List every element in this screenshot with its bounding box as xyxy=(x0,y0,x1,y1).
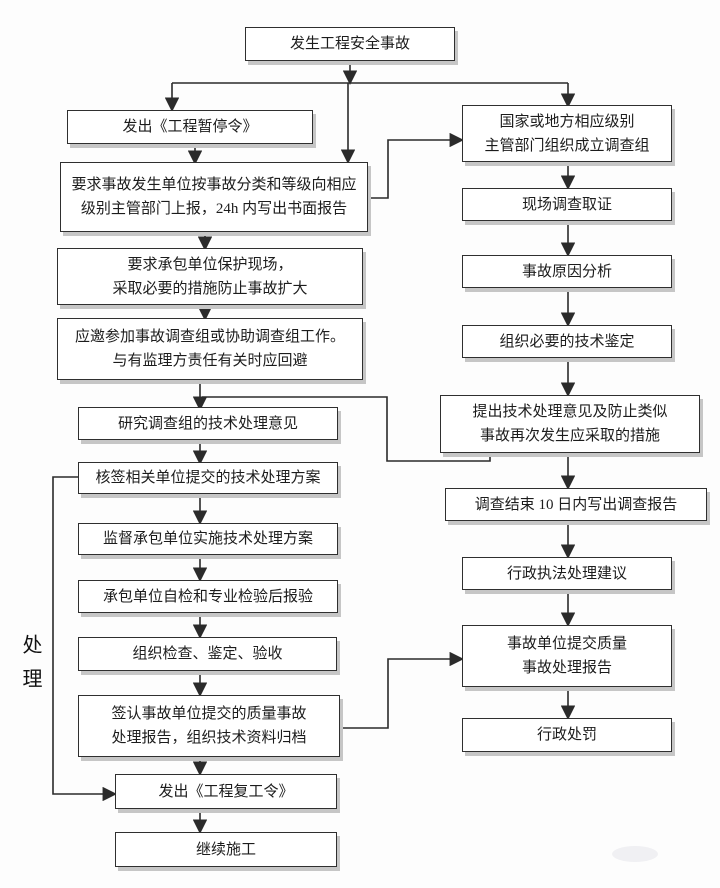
node-issue-suspension-order: 发出《工程暂停令》 xyxy=(67,110,313,144)
node-supervise-implementation: 监督承包单位实施技术处理方案 xyxy=(78,523,338,555)
node-accident-occurs: 发生工程安全事故 xyxy=(245,27,455,61)
node-protect-site: 要求承包单位保护现场， 采取必要的措施防止事故扩大 xyxy=(57,248,363,305)
node-investigation-report: 调查结束 10 日内写出调查报告 xyxy=(445,488,707,521)
node-submit-quality-report: 事故单位提交质量 事故处理报告 xyxy=(462,625,672,687)
node-report-to-authority: 要求事故发生单位按事故分类和等级向相应 级别主管部门上报，24h 内写出书面报告 xyxy=(60,162,368,232)
node-propose-treatment-measures: 提出技术处理意见及防止类似 事故再次发生应采取的措施 xyxy=(440,395,700,453)
watermark xyxy=(612,846,658,862)
node-authority-investigation-team: 国家或地方相应级别 主管部门组织成立调查组 xyxy=(462,105,672,162)
node-issue-resume-order: 发出《工程复工令》 xyxy=(115,774,337,809)
node-study-technical-opinions: 研究调查组的技术处理意见 xyxy=(78,407,338,440)
node-site-investigation: 现场调查取证 xyxy=(462,188,672,221)
node-countersign-technical-plan: 核签相关单位提交的技术处理方案 xyxy=(78,462,338,494)
node-cause-analysis: 事故原因分析 xyxy=(462,255,672,288)
node-join-investigation-team: 应邀参加事故调查组或协助调查组工作。 与有监理方责任有关时应回避 xyxy=(57,318,363,380)
side-label-processing: 处理 xyxy=(19,634,41,702)
node-administrative-penalty: 行政处罚 xyxy=(462,718,672,752)
node-contractor-self-inspection: 承包单位自检和专业检验后报验 xyxy=(78,580,338,613)
node-law-enforcement-suggestion: 行政执法处理建议 xyxy=(462,557,672,590)
node-technical-appraisal: 组织必要的技术鉴定 xyxy=(462,325,672,358)
node-continue-construction: 继续施工 xyxy=(115,832,337,867)
node-organize-inspection-acceptance: 组织检查、鉴定、验收 xyxy=(78,637,337,671)
node-sign-quality-report-archive: 签认事故单位提交的质量事故 处理报告，组织技术资料归档 xyxy=(78,695,340,757)
